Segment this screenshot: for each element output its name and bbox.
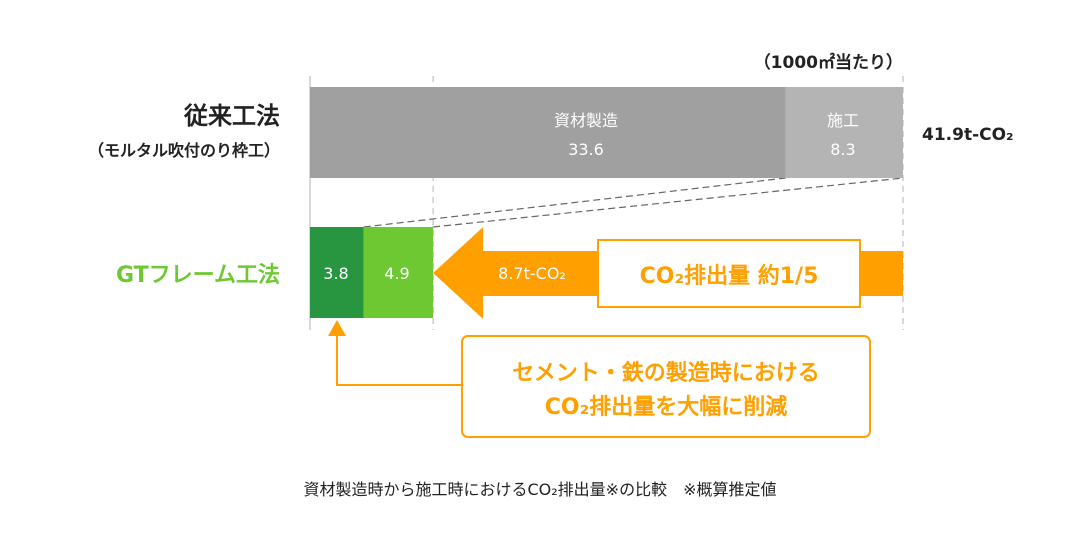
segment-label-material: 資材製造 — [554, 111, 618, 130]
callout-arrow — [336, 330, 462, 386]
callout-line-2: CO₂排出量を大幅に削減 — [545, 395, 787, 420]
category-label-gt-frame: GTフレーム工法 — [116, 263, 280, 288]
segment-value-gt-1: 3.8 — [323, 264, 348, 283]
unit-note: （1000㎡当たり） — [754, 52, 903, 73]
segment-value-material: 33.6 — [568, 140, 604, 159]
reduction-box — [597, 239, 861, 308]
segment-value-construction: 8.3 — [830, 140, 855, 159]
segment-label-construction: 施工 — [827, 111, 859, 130]
callout-line-1: セメント・鉄の製造時における — [512, 360, 820, 386]
category-label-conventional: 従来工法 — [183, 102, 280, 130]
bar-segment-1-1 — [363, 227, 434, 318]
total-label-conventional: 41.9t-CO₂ — [922, 125, 1014, 145]
callout-arrow-head — [328, 320, 346, 336]
bar-segment-1-0 — [310, 227, 364, 318]
reduction-text: CO₂排出量 約1/5 — [640, 263, 819, 289]
segment-value-gt-2: 4.9 — [384, 264, 409, 283]
connector-total — [433, 177, 904, 228]
category-sublabel-conventional: （モルタル吹付のり枠工） — [88, 141, 280, 160]
total-label-gt-frame: 8.7t-CO₂ — [498, 264, 566, 283]
connector-material — [363, 177, 786, 228]
callout-box — [461, 335, 871, 438]
bar-segment-0-0 — [310, 87, 786, 178]
chart-caption: 資材製造時から施工時におけるCO₂排出量※の比較 ※概算推定値 — [304, 480, 777, 499]
bar-segment-0-1 — [785, 87, 903, 178]
bars — [310, 87, 903, 318]
